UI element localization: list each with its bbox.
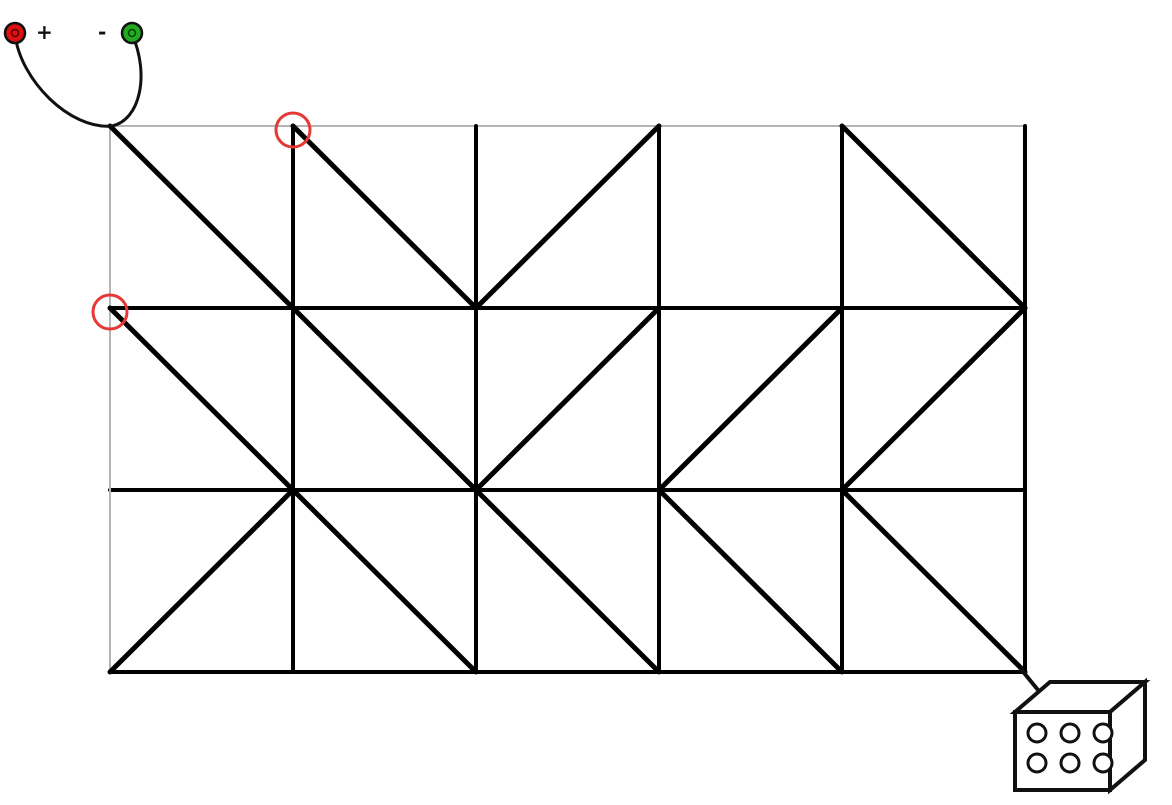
diagonal-wire-r2-c2[interactable] bbox=[473, 487, 662, 675]
lamp-box[interactable] bbox=[1009, 666, 1151, 795]
wire-grid bbox=[108, 124, 1027, 674]
battery: + - bbox=[3, 20, 144, 128]
diagonal-wire-r0-c4[interactable] bbox=[839, 123, 1028, 311]
diagonal-wires bbox=[107, 123, 1028, 675]
lamp-port bbox=[1059, 752, 1081, 774]
lamp-port bbox=[1026, 722, 1048, 744]
battery-lead-wire bbox=[13, 33, 143, 128]
diagonal-wire-r1-c4[interactable] bbox=[839, 305, 1028, 493]
diagonal-wire-r1-c0[interactable] bbox=[107, 305, 296, 493]
diagonal-wire-r0-c0[interactable] bbox=[107, 123, 296, 311]
diagonal-wire-r2-c4[interactable] bbox=[839, 487, 1028, 675]
diagonal-wire-r1-c1[interactable] bbox=[290, 305, 479, 493]
lamp-box-front bbox=[1013, 710, 1112, 792]
highlight-markers bbox=[91, 111, 312, 331]
lamp-port bbox=[1092, 752, 1114, 774]
lamp-port bbox=[1092, 722, 1114, 744]
highlight-wire-end-left bbox=[91, 293, 129, 331]
diagonal-wire-r2-c3[interactable] bbox=[656, 487, 845, 675]
diagonal-wire-r1-c3[interactable] bbox=[656, 305, 845, 493]
lamp-port bbox=[1059, 722, 1081, 744]
device-lead-wire bbox=[1018, 666, 1040, 692]
diagonal-wire-r0-c1[interactable] bbox=[290, 123, 479, 311]
diagonal-wire-r2-c1[interactable] bbox=[290, 487, 479, 675]
diagonal-wire-r0-c2[interactable] bbox=[473, 123, 662, 311]
negative-sign: - bbox=[98, 20, 106, 44]
lamp-port bbox=[1026, 752, 1048, 774]
highlight-wire-end-top bbox=[274, 111, 312, 149]
battery-positive-terminal[interactable] bbox=[3, 21, 27, 45]
lamp-ports bbox=[1026, 722, 1114, 774]
battery-negative-terminal[interactable] bbox=[120, 21, 144, 45]
positive-sign: + bbox=[36, 20, 53, 44]
diagonal-wire-r1-c2[interactable] bbox=[473, 305, 662, 493]
diagonal-wire-r2-c0[interactable] bbox=[107, 487, 296, 675]
